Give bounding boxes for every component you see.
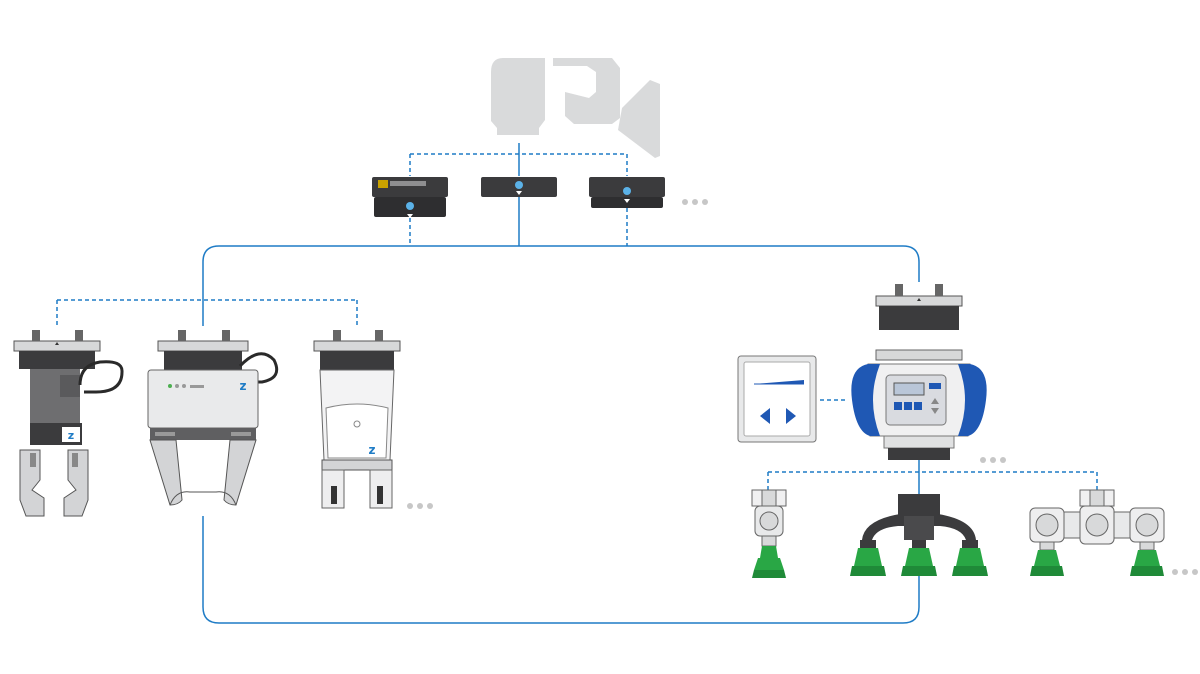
quick-changer-icon xyxy=(589,177,665,208)
quick-changer-icon xyxy=(372,177,448,218)
vacuum-generator-icon xyxy=(851,349,987,460)
main-connector-lines xyxy=(56,197,1098,624)
changer-dashed-links xyxy=(409,143,628,176)
svg-text:z: z xyxy=(240,379,247,393)
robot-arm-icon xyxy=(491,58,660,158)
more-dots-icon xyxy=(980,457,1006,463)
quick-changer-icon xyxy=(875,284,963,330)
quick-changer-icon xyxy=(481,177,557,197)
svg-text:z: z xyxy=(369,443,376,457)
parallel-gripper-icon: z xyxy=(147,330,279,506)
more-dots-icon xyxy=(1172,569,1198,575)
controller-panel-icon xyxy=(737,355,817,443)
more-dots-icon xyxy=(682,199,708,205)
parallel-gripper-icon: z xyxy=(13,330,124,517)
more-dots-icon xyxy=(407,503,433,509)
svg-text:z: z xyxy=(68,429,74,442)
parallel-gripper-icon: z xyxy=(313,330,401,509)
suction-cup-icon xyxy=(850,494,988,576)
suction-cup-icon xyxy=(1029,489,1165,576)
suction-cup-icon xyxy=(751,489,787,578)
